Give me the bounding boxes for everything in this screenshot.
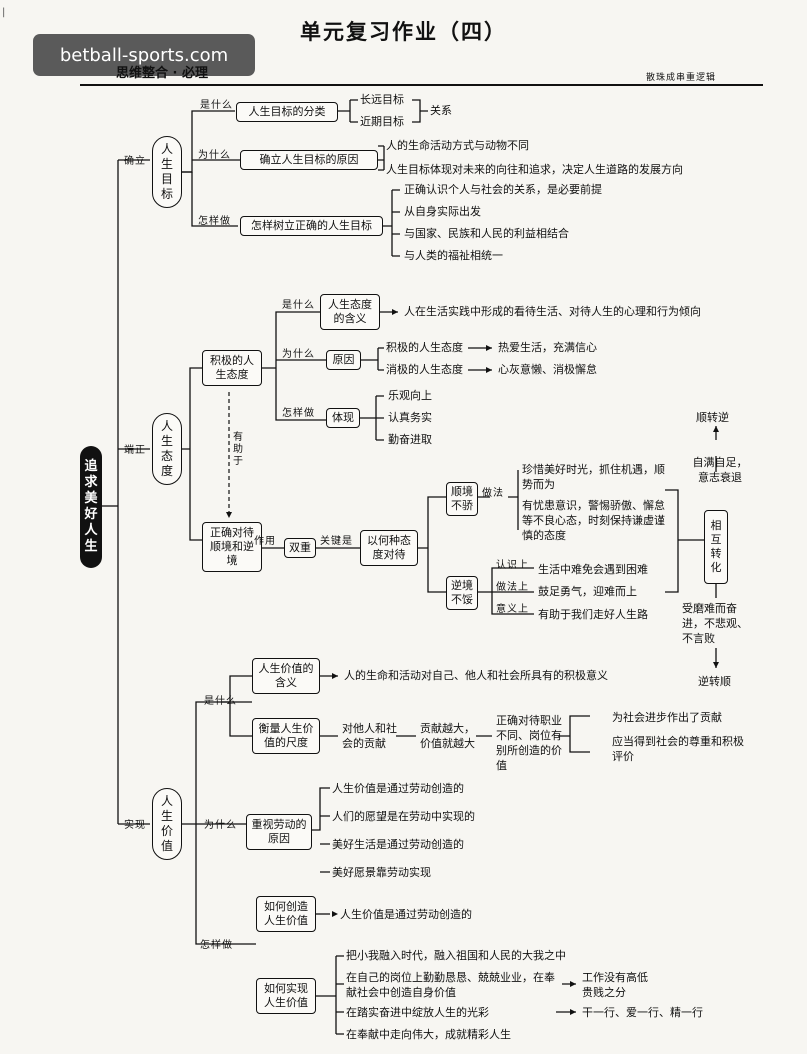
effect-label: 作用	[254, 536, 276, 547]
header-motto: 散珠成串重逻辑	[646, 73, 717, 83]
realize-item: 把小我融入时代，融入祖国和人民的大我之中	[346, 949, 566, 962]
labor-item: 美好生活是通过劳动创造的	[332, 838, 464, 851]
rough-box: 逆境不馁	[446, 576, 478, 610]
double-box: 双重	[284, 538, 316, 558]
value-measure-d2: 应当得到社会的尊重和积极评价	[612, 735, 744, 763]
section-heading: 思维整合 · 必理	[116, 66, 208, 81]
value-how-label: 怎样做	[200, 940, 233, 951]
goal-what-label: 是什么	[200, 100, 233, 111]
attitude-topic-label: 人生态度	[160, 419, 173, 478]
realize-value-box: 如何实现人生价值	[256, 978, 316, 1014]
rough-item: 有助于我们走好人生路	[538, 608, 648, 621]
goal-long-term: 长远目标	[360, 93, 404, 106]
goal-why-item: 人的生命活动方式与动物不同	[386, 139, 529, 152]
attitude-show-item: 勤奋进取	[388, 433, 432, 446]
transform-label: 相互转化	[710, 519, 722, 574]
positive-attitude-box: 积极的人生态度	[202, 350, 262, 386]
goal-how-box: 怎样树立正确的人生目标	[240, 216, 383, 236]
smooth-box: 顺境不骄	[446, 482, 478, 516]
attitude-negative-result: 心灰意懒、消极懈怠	[498, 363, 597, 376]
smooth-to-rough: 顺转逆	[696, 411, 729, 424]
value-what-label: 是什么	[204, 696, 237, 707]
value-measure-box: 衡量人生价值的尺度	[252, 718, 320, 754]
attitude-meaning-box: 人生态度的含义	[320, 294, 380, 330]
attitude-positive-result: 热爱生活，充满信心	[498, 341, 597, 354]
goal-topic-node: 人生目标	[152, 136, 182, 208]
value-verb: 实现	[124, 820, 146, 831]
value-why-label: 为什么	[204, 820, 237, 831]
value-meaning-box: 人生价值的含义	[252, 658, 320, 694]
realize-item: 在自己的岗位上勤勤恳恳、兢兢业业，在奉献社会中创造自身价值	[346, 971, 555, 999]
root-label: 追求美好人生	[84, 459, 98, 554]
smooth-item: 有忧患意识，警惕骄傲、懈怠等不良心态，时刻保持谦虚谨慎的态度	[522, 499, 665, 542]
attitude-how-label: 怎样做	[282, 408, 315, 419]
attitude-positive: 积极的人生态度	[386, 341, 463, 354]
value-meaning-text: 人的生命和活动对自己、他人和社会所具有的积极意义	[344, 669, 608, 682]
goal-category-box: 人生目标的分类	[236, 102, 338, 122]
value-topic-node: 人生价值	[152, 788, 182, 860]
goal-how-item: 与人类的福祉相统一	[404, 249, 503, 262]
rough-label: 意义上	[496, 604, 529, 615]
labor-item: 人生价值是通过劳动创造的	[332, 782, 464, 795]
root-node: 追求美好人生	[80, 446, 102, 568]
goal-topic-label: 人生目标	[160, 142, 173, 201]
value-measure-a: 对他人和社会的贡献	[342, 722, 397, 750]
attitude-why-label: 为什么	[282, 349, 315, 360]
rough-to-smooth-reason: 受磨难而奋进，不悲观、不言败	[682, 602, 748, 645]
attitude-show-item: 乐观向上	[388, 389, 432, 402]
realize-item: 在踏实奋进中绽放人生的光彩	[346, 1006, 489, 1019]
watermark-badge[interactable]: betball-sports.com	[33, 34, 255, 76]
rough-label: 做法上	[496, 582, 529, 593]
attitude-verb: 端正	[124, 445, 146, 456]
helps-label: 有助于	[233, 432, 243, 467]
rough-item: 鼓足勇气，迎难而上	[538, 585, 637, 598]
labor-item: 人们的愿望是在劳动中实现的	[332, 810, 475, 823]
goal-relation: 关系	[430, 104, 452, 117]
create-value-text: 人生价值是通过劳动创造的	[340, 908, 472, 921]
attitude-show-box: 体现	[326, 408, 360, 428]
attitude-topic-node: 人生态度	[152, 413, 182, 485]
goal-how-item: 与国家、民族和人民的利益相结合	[404, 227, 569, 240]
job-equal-text: 工作没有高低贵贱之分	[582, 971, 648, 999]
adversity-box: 正确对待顺境和逆境	[202, 522, 262, 572]
page-title: 单元复习作业（四）	[300, 20, 507, 44]
goal-verb: 确立	[124, 156, 146, 167]
create-value-box: 如何创造人生价值	[256, 896, 316, 932]
goal-why-label: 为什么	[198, 150, 231, 161]
job-love-text: 干一行、爱一行、精一行	[582, 1006, 703, 1019]
labor-item: 美好愿景靠劳动实现	[332, 866, 431, 879]
attitude-what-label: 是什么	[282, 300, 315, 311]
attitude-show-item: 认真务实	[388, 411, 432, 424]
attitude-reason-box: 原因	[326, 350, 361, 370]
key-label: 关键是	[320, 536, 353, 547]
attitude-negative: 消极的人生态度	[386, 363, 463, 376]
goal-why-item: 人生目标体现对未来的向往和追求，决定人生道路的发展方向	[386, 163, 683, 176]
key-box: 以何种态度对待	[360, 530, 418, 566]
attitude-meaning-text: 人在生活实践中形成的看待生活、对待人生的心理和行为倾向	[404, 305, 701, 318]
header-rule	[80, 84, 763, 86]
value-measure-c: 正确对待职业不同、岗位有别所创造的价值	[496, 714, 562, 772]
goal-reason-box: 确立人生目标的原因	[240, 150, 378, 170]
rough-item: 生活中难免会遇到困难	[538, 563, 648, 576]
rough-to-smooth: 逆转顺	[698, 675, 731, 688]
value-measure-b: 贡献越大，价值就越大	[420, 722, 475, 750]
value-topic-label: 人生价值	[160, 794, 173, 853]
corner-mark: |	[2, 7, 6, 18]
smooth-do-label: 做法	[482, 488, 504, 499]
rough-label: 认识上	[496, 560, 529, 571]
labor-box: 重视劳动的原因	[246, 814, 312, 850]
transform-box: 相互转化	[704, 510, 728, 584]
goal-near-term: 近期目标	[360, 115, 404, 128]
value-measure-d1: 为社会进步作出了贡献	[612, 711, 722, 724]
goal-how-label: 怎样做	[198, 216, 231, 227]
smooth-to-rough-reason: 自满自足，意志衰退	[692, 456, 748, 484]
realize-item: 在奉献中走向伟大，成就精彩人生	[346, 1028, 511, 1041]
goal-how-item: 从自身实际出发	[404, 205, 481, 218]
goal-how-item: 正确认识个人与社会的关系，是必要前提	[404, 183, 602, 196]
smooth-item: 珍惜美好时光，抓住机遇，顺势而为	[522, 463, 665, 491]
